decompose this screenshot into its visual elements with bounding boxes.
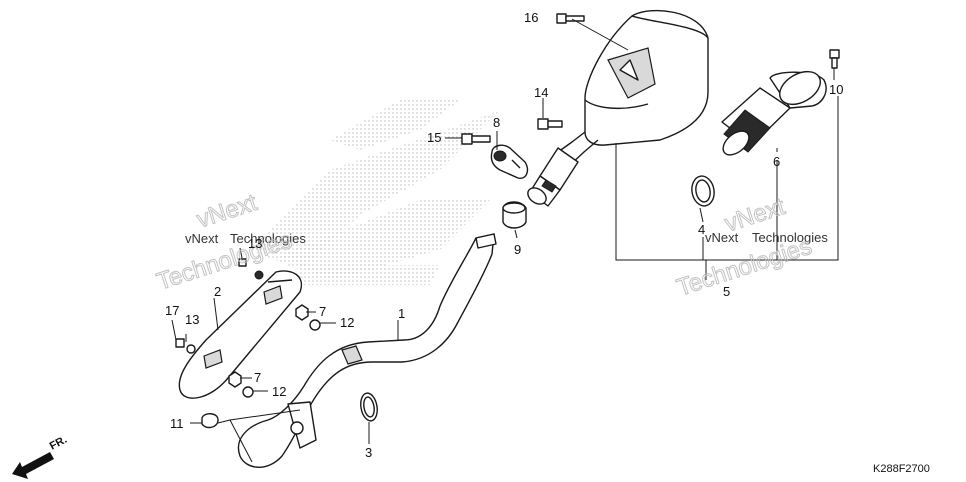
watermark-brand-2: vNext	[705, 230, 739, 245]
diagram-code: K288F2700	[873, 463, 930, 475]
bolt-14	[537, 118, 563, 130]
muffler	[557, 9, 709, 166]
exhaust-clamp	[490, 144, 529, 179]
callout-3: 3	[365, 445, 372, 460]
gasket-4	[691, 175, 715, 207]
callout-8: 8	[493, 115, 500, 130]
heat-shield	[178, 270, 303, 399]
leader-lines	[171, 18, 839, 463]
watermark-brand-1: vNext	[185, 231, 219, 246]
callout-11: 11	[170, 416, 184, 431]
callout-1: 1	[398, 306, 405, 321]
callout-labels: 1 2 3 4 5 6 7 7 8 9 10 11 12 12 13 13 14…	[165, 10, 843, 460]
front-direction-indicator: FR.	[12, 434, 69, 479]
exhaust-pipe	[237, 233, 497, 468]
callout-13b: 13	[185, 312, 199, 327]
watermark-big-brand-1: vNext	[194, 189, 261, 234]
watermark-word-1: Technologies	[230, 231, 306, 246]
muffler-inlet-pipe	[527, 147, 579, 207]
callout-6: 6	[773, 154, 780, 169]
callout-16: 16	[524, 10, 538, 25]
bolt-10	[829, 49, 840, 69]
callout-2: 2	[214, 284, 221, 299]
front-label: FR.	[48, 434, 69, 453]
small-hardware	[175, 258, 321, 429]
spark-arrester	[721, 70, 827, 156]
callout-17: 17	[165, 303, 179, 318]
callout-13a: 13	[248, 236, 262, 251]
front-arrow-icon	[12, 452, 54, 479]
callout-4: 4	[698, 222, 705, 237]
dotted-watermark	[250, 100, 500, 285]
gasket-9	[502, 201, 527, 229]
callout-14: 14	[534, 85, 548, 100]
gasket-3	[360, 392, 378, 422]
callout-5: 5	[723, 284, 730, 299]
bolt-16	[556, 13, 585, 24]
callout-7a: 7	[319, 304, 326, 319]
callout-9: 9	[514, 242, 521, 257]
callout-15: 15	[427, 130, 441, 145]
watermark-word-2: Technologies	[752, 230, 828, 245]
callout-12a: 12	[340, 315, 354, 330]
callout-7b: 7	[254, 370, 261, 385]
watermark-big-word-2: Technologies	[674, 233, 816, 302]
callout-10: 10	[829, 82, 843, 97]
bolt-15	[461, 133, 491, 145]
callout-12b: 12	[272, 384, 286, 399]
